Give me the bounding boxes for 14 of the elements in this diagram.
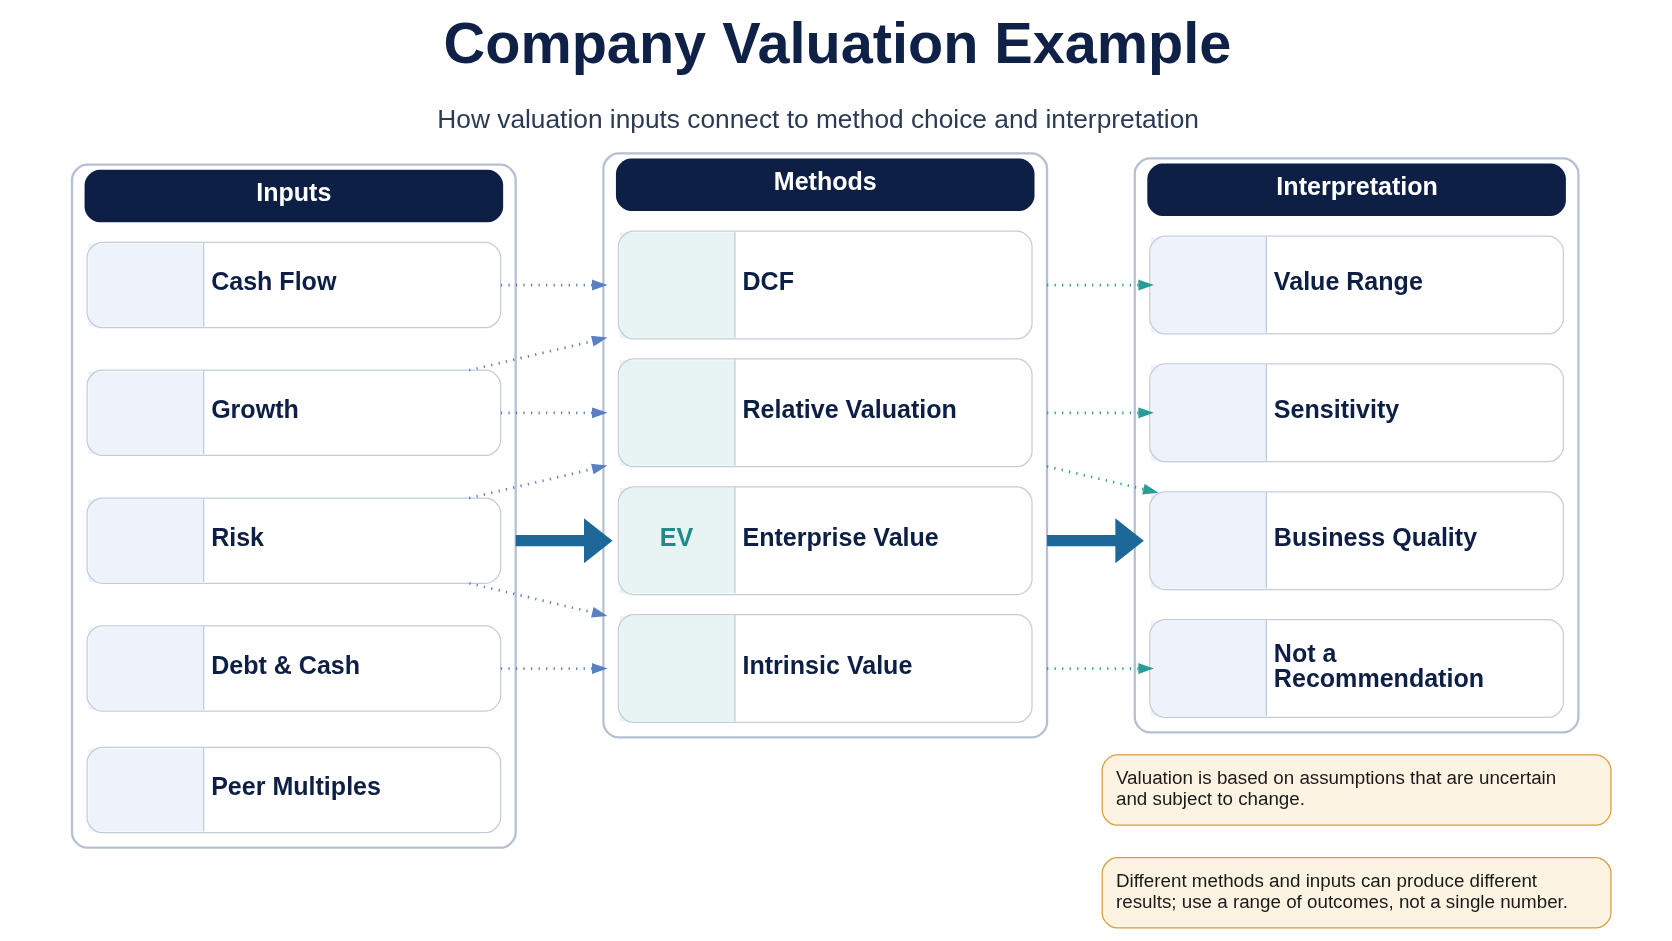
arrow: [468, 463, 607, 500]
arrow: [500, 663, 608, 674]
arrow: [1046, 279, 1154, 291]
arrow: [1046, 407, 1154, 419]
arrow: [468, 581, 607, 618]
arrow: [500, 279, 608, 291]
arrow: [468, 335, 607, 372]
label: How valuation inputs connect to method choice and interpretation: [436, 103, 1199, 134]
arrow: [500, 407, 608, 419]
arrow: [515, 518, 612, 564]
arrow: [1046, 518, 1144, 564]
arrow: [1046, 663, 1154, 674]
arrow: [1046, 465, 1159, 495]
diagram-title: Company Valuation Example: [443, 10, 1231, 75]
